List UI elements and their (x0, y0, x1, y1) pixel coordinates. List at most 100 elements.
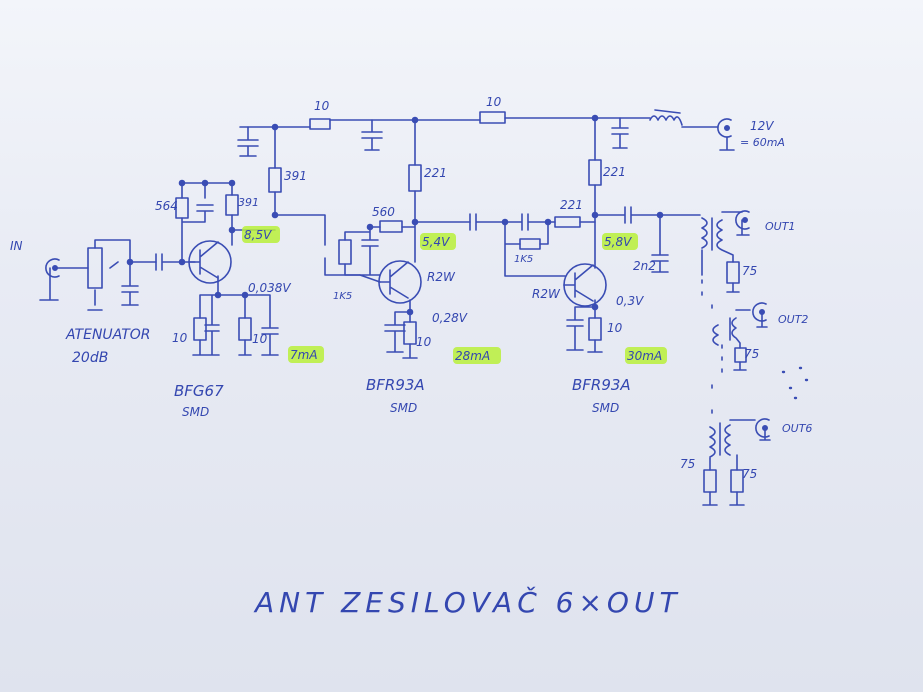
output-1-connector (735, 210, 750, 230)
primary-termination: 75 (680, 457, 695, 471)
components (45, 111, 770, 493)
output-6-connector-pin (761, 424, 768, 431)
junction-dot (591, 211, 599, 219)
input-connector (45, 258, 60, 278)
resistor-symbol (225, 194, 239, 216)
stage1-package: SMD (182, 405, 209, 419)
stage1-collector-resistor: 391 (238, 196, 259, 209)
stage3-transistor: BFR93A (572, 376, 631, 394)
resistor-symbol (703, 469, 717, 493)
output-2-connector (752, 302, 767, 322)
junction-dot (214, 291, 222, 299)
resistor-symbol (193, 317, 207, 341)
output-2-termination: 75 (744, 347, 759, 361)
stage3-emitter-resistor: 10 (607, 321, 623, 335)
junction-dot (591, 303, 599, 311)
stage1-emitter-voltage: 0,038V (248, 281, 291, 295)
output-6-connector (755, 418, 770, 438)
resistor-symbol (87, 247, 103, 289)
junction-dot (228, 179, 236, 187)
output-2-label: OUT2 (778, 313, 808, 326)
stage2-transistor: BFR93A (366, 376, 425, 394)
resistor-symbol (479, 111, 506, 124)
supply-connector-pin (723, 125, 730, 132)
resistor-symbol (403, 321, 417, 345)
resistor-symbol (726, 261, 740, 284)
stage3-collector-voltage: 5,8V (604, 235, 632, 249)
resistor-symbol (734, 347, 747, 363)
rail-resistor-1-label: 10 (314, 99, 330, 113)
stage3-output-capacitor: 2n2 (633, 259, 656, 273)
stage3-package: SMD (592, 401, 619, 415)
resistor-symbol (379, 220, 403, 233)
junction-dot (501, 218, 509, 226)
resistor-symbol (309, 118, 331, 130)
stage1-emitter-resistor-1: 10 (172, 331, 188, 345)
resistor-symbol (175, 197, 189, 219)
stage2-base-resistor: 1K5 (333, 291, 352, 302)
wires (39, 109, 809, 506)
output-6-termination: 75 (742, 467, 757, 481)
output-1-termination: 75 (742, 264, 757, 278)
stage3-current: 30mA (627, 349, 662, 363)
stage2-marking: R2W (427, 270, 456, 284)
highlight-30ma (625, 347, 667, 364)
highlight-5-4v (420, 233, 456, 250)
stage2-collector-resistor: 221 (424, 166, 447, 180)
junction-dot (271, 123, 279, 131)
stage1-bias-resistor: 564 (155, 199, 178, 213)
junction-dot (591, 114, 599, 122)
choke (649, 115, 683, 126)
stage1-current: 7mA (290, 348, 318, 362)
highlight-8-5v (242, 226, 280, 243)
stage2-current: 28mA (455, 349, 490, 363)
supply-voltage: 12V (750, 119, 774, 133)
junction-dot (406, 308, 414, 316)
resistor-symbol (730, 469, 744, 493)
stage1-transistor: BFG67 (174, 382, 224, 400)
junction-dot (178, 179, 186, 187)
stage2-emitter-voltage: 0,28V (432, 311, 468, 325)
supply-connector (717, 118, 732, 138)
output-2-connector-pin (758, 308, 765, 315)
resistor-symbol (338, 239, 352, 265)
junction-dot (178, 258, 186, 266)
stage2-bias-resistor: 560 (372, 205, 395, 219)
stage3-feedback-resistor: 221 (560, 198, 583, 212)
junction-dot (241, 291, 249, 299)
stage1-emitter-resistor-2: 10 (252, 332, 268, 346)
supply-current: = 60mA (740, 136, 785, 149)
input-label: IN (10, 239, 23, 253)
stage2-emitter-resistor: 10 (416, 335, 432, 349)
transistor-leads (563, 264, 594, 302)
rail-resistor-2-label: 10 (486, 95, 502, 109)
junction-dot (544, 218, 552, 226)
resistor-symbol (408, 164, 422, 192)
junction-dot (271, 211, 279, 219)
resistor-symbol (519, 238, 541, 250)
page-title: ANT ZESILOVAČ 6×OUT (253, 585, 682, 619)
input-connector-pin (51, 264, 58, 271)
resistor-symbol (554, 216, 581, 228)
junction-dot (201, 179, 209, 187)
highlight-7ma (288, 346, 324, 363)
stage1-collector-voltage: 8,5V (244, 228, 272, 242)
highlight-5-8v (602, 233, 638, 250)
stage2-package: SMD (390, 401, 417, 415)
junction-dot (411, 116, 419, 124)
resistor-symbol (238, 317, 252, 341)
output-6-label: OUT6 (782, 422, 812, 435)
output-1-connector-pin (741, 217, 748, 224)
stage2-collector-voltage: 5,4V (422, 235, 450, 249)
junction-dot (366, 223, 374, 231)
resistor-symbol (588, 159, 602, 186)
resistor-symbol (268, 167, 282, 193)
transistor-leads (188, 241, 219, 279)
junction-dot (411, 218, 419, 226)
junction-dot (656, 211, 664, 219)
resistor-symbol (588, 317, 602, 341)
stage3-marking: R2W (532, 287, 561, 301)
attenuator-label: ATENUATOR (65, 327, 151, 343)
highlight-28ma (453, 347, 501, 364)
